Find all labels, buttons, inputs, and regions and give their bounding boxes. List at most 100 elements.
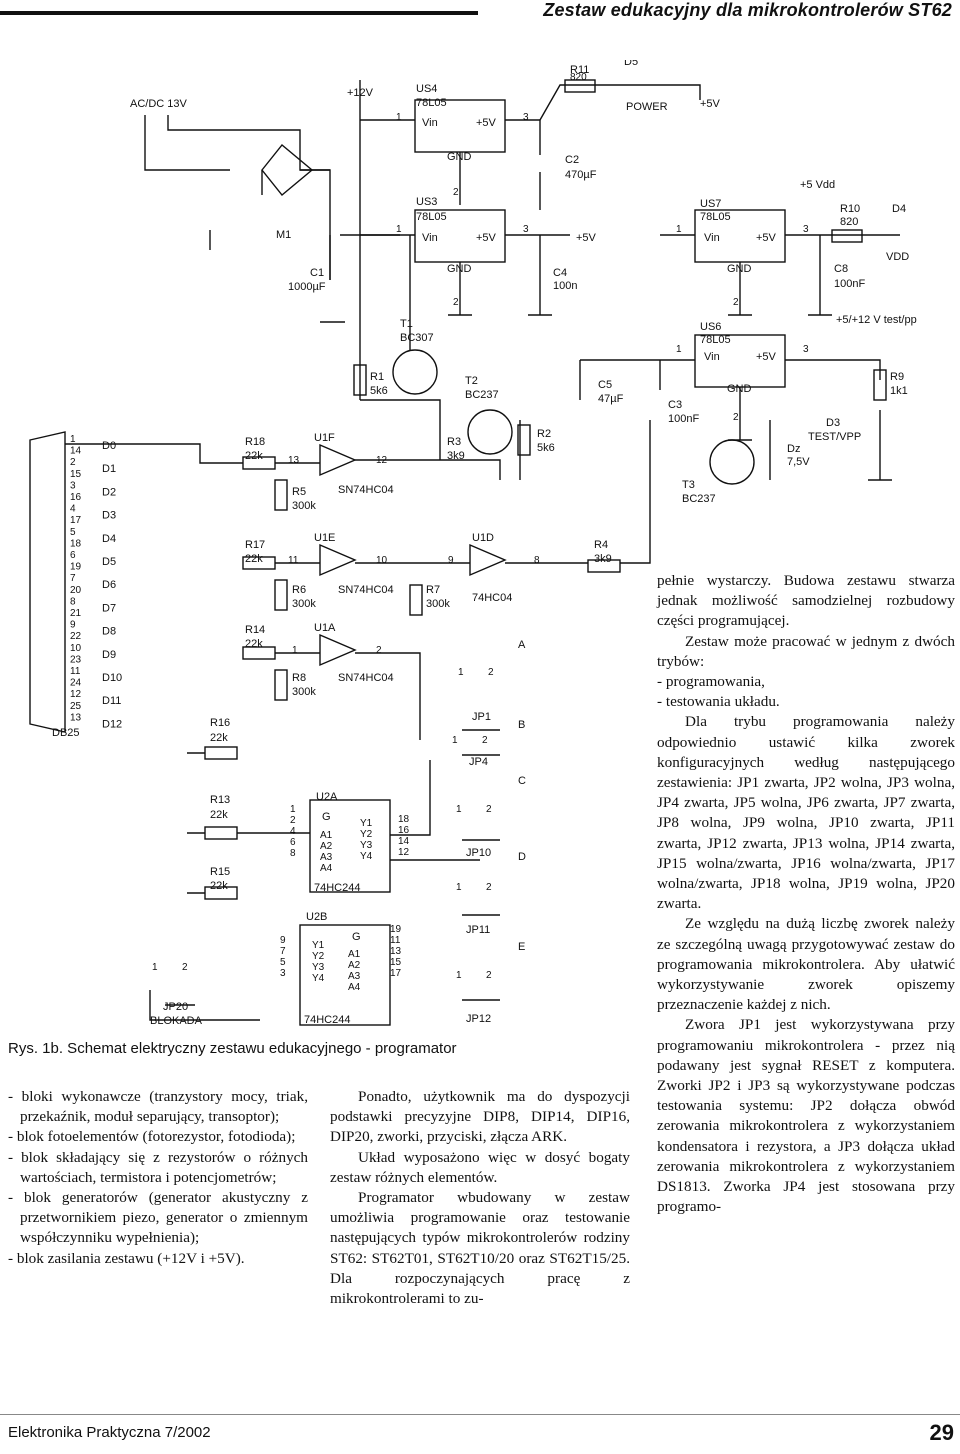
label-test: +5/+12 V test/pp [836,314,917,326]
db25-signal-label: D11 [102,695,121,707]
text-column-3: pełnie wystarczy. Budowa zestawu stwarza… [657,571,955,1218]
paragraph: Układ wyposażono więc w dosyć bogaty zes… [330,1148,630,1186]
pin-number-label: 3 [523,224,529,235]
label-hc04: 74HC04 [472,592,512,604]
publication-name: Elektronika Praktyczna 7/2002 [8,1424,211,1441]
paragraph: - blok zasilania zestawu (+12V i +5V). [8,1249,245,1267]
paragraph: - bloki wykonawcze (tranzystory mocy, tr… [8,1088,308,1126]
u2a-port-label: Y4 [360,851,373,862]
label-r5: R5 [292,486,306,498]
label-vin: Vin [422,117,438,129]
db25-pin-label: 24 [70,678,82,689]
db25-signal-label: D2 [102,486,116,498]
u2b-pin-label: 11 [390,935,401,946]
text-column-2: Ponadto, użytkownik ma do dyspozycji pod… [330,1087,630,1309]
label-t3: T3 [682,479,695,491]
label-t1t: BC307 [400,332,434,344]
label-p5v: +5V [756,351,777,363]
pin-number-label: 2 [486,804,492,815]
db25-pin-label: 23 [70,654,82,665]
label-jp20: JP20 [163,1001,188,1013]
db25-signal-label: D5 [102,556,116,568]
u2a-pin-label: 6 [290,837,296,848]
db25-pin-label: 4 [70,504,76,515]
label-k300: 300k [292,598,316,610]
label-u2b: U2B [306,911,327,923]
db25-signal-label: D1 [102,463,116,475]
label-vin: Vin [704,351,720,363]
u2a-pin-label: 18 [398,814,410,825]
label-c5v: 47µF [598,393,624,405]
label-r7: R7 [426,584,440,596]
pin-number-label: 2 [182,962,188,973]
label-r11: R11 [570,64,589,76]
db25-pin-label: 13 [70,712,82,723]
u2b-pin-label: 13 [390,946,402,957]
u2b-port-label: A3 [348,971,361,982]
pin-number-label: 1 [456,804,462,815]
label-cb: B [518,719,525,731]
label-r1v: 5k6 [370,385,388,397]
pin-number-label: 1 [456,970,462,981]
label-u2a: U2A [316,791,338,803]
page-number: 29 [929,1420,954,1445]
page-footer: Elektronika Praktyczna 7/2002 29 [0,1414,960,1454]
label-r6: R6 [292,584,306,596]
db25-signal-label: D12 [102,718,122,730]
label-cd: D [518,851,526,863]
label-k300: 300k [292,686,316,698]
label-c3v: 100nF [668,413,699,425]
db25-signal-label: D3 [102,510,116,522]
label-vdd: VDD [886,251,909,263]
u2a-port-label: A3 [320,852,333,863]
u2a-pin-label: 14 [398,836,410,847]
gate-pin-label: 12 [376,455,388,466]
label-dzv: 7,5V [787,456,810,468]
label-t2t: BC237 [465,389,499,401]
label-u1f: U1F [314,432,335,444]
label-k22: 22k [210,732,228,744]
db25-pin-label: 9 [70,620,76,631]
paragraph: Ponadto, użytkownik ma do dyspozycji pod… [330,1088,630,1146]
paragraph: Ze względu na dużą liczbę zworek należy … [657,915,955,1014]
pin-number-label: 2 [488,667,494,678]
label-r2v: 5k6 [537,442,555,454]
pin-number-label: 1 [676,344,682,355]
label-c3: C3 [668,399,682,411]
label-us7: US7 [700,198,721,210]
gate-pin-label: 10 [376,555,388,566]
label-u1d: U1D [472,532,494,544]
db25-pin-label: 3 [70,480,76,491]
db25-pin-label: 19 [70,562,82,573]
label-t1: T1 [400,318,413,330]
pin-number-label: 1 [676,224,682,235]
pin-number-label: 2 [733,412,739,423]
label-us4: US4 [416,83,437,95]
label-jp10: JP10 [466,847,491,859]
label-gnd: GND [447,263,472,275]
label-c8v: 100nF [834,278,865,290]
label-p5v: +5V [476,232,497,244]
label-t3t: BC237 [682,493,716,505]
pin-number-label: 3 [803,224,809,235]
label-r2: R2 [537,428,551,440]
label-sn: SN74HC04 [338,672,394,684]
db25-pin-label: 8 [70,596,76,607]
label-c5: C5 [598,379,612,391]
db25-signal-label: D7 [102,602,116,614]
u2b-enable-label: G [352,931,361,943]
text-column-1: - bloki wykonawcze (tranzystory mocy, tr… [8,1087,308,1269]
db25-pin-label: 14 [70,446,82,457]
paragraph: Zwora JP1 jest wykorzystywana przy progr… [657,1016,955,1216]
u2a-enable-label: G [322,811,331,823]
gate-pin-label: 1 [292,645,298,656]
gate-pin-label: 9 [448,555,454,566]
label-ce: E [518,941,525,953]
label-gnd: GND [447,151,472,163]
pin-number-label: 1 [396,112,402,123]
label-r8: R8 [292,672,306,684]
label-blokada: BLOKADA [150,1015,203,1027]
db25-pin-label: 22 [70,631,82,642]
u2b-pin-label: 19 [390,924,402,935]
label-r17: R17 [245,539,265,551]
